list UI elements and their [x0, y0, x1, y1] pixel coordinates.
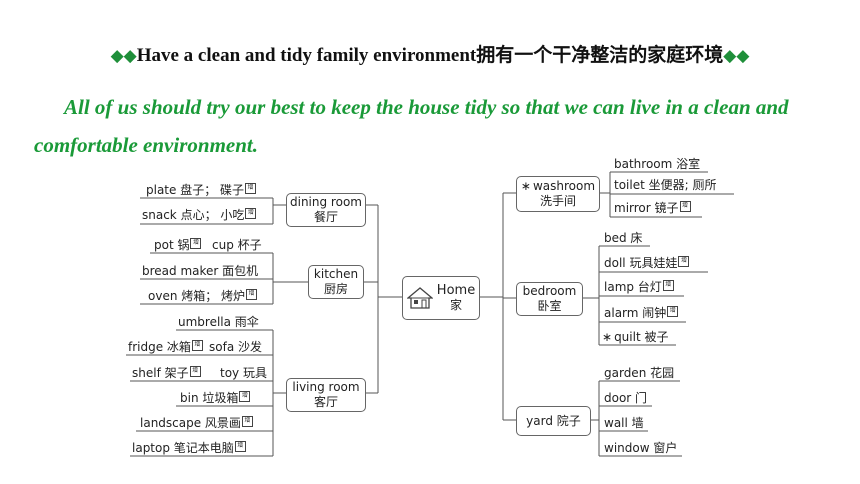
dining-room-node: dining room 餐厅 [286, 193, 366, 227]
tag-icon: 增 [679, 201, 691, 212]
leaf-wall: wall 墙 [604, 416, 644, 430]
bedroom-zh: 卧室 [537, 299, 562, 313]
leaf-laptop: laptop 笔记本电脑增 [132, 441, 246, 456]
leaf-alarm: alarm 闹钟增 [604, 306, 679, 321]
leaf-plate: plate 盘子； 碟子增 [146, 183, 257, 198]
diamond-icon: ◆◆ [723, 46, 750, 65]
tag-icon: 增 [239, 391, 251, 402]
tag-icon: 增 [667, 306, 679, 317]
leaf-quilt: ∗quilt 被子 [602, 330, 669, 344]
leaf-bathroom: bathroom 浴室 [614, 157, 701, 171]
tag-icon: 增 [234, 441, 246, 452]
yard-node: yard 院子 [516, 406, 591, 436]
bedroom-en: bedroom [522, 284, 577, 298]
leaf-cup: cup 杯子 [212, 238, 262, 252]
leaf-garden: garden 花园 [604, 366, 675, 380]
leaf-pot: pot 锅增 [154, 238, 202, 253]
washroom-en: washroom [532, 179, 596, 193]
leaf-toy: toy 玩具 [220, 366, 267, 380]
leaf-fridge: fridge 冰箱增 [128, 340, 203, 355]
house-icon [406, 287, 433, 309]
tag-icon: 增 [245, 208, 257, 219]
leaf-mirror: mirror 镜子增 [614, 201, 691, 216]
leaf-door: door 门 [604, 391, 648, 405]
living-room-node: living room 客厅 [286, 378, 366, 412]
intro-sentence: All of us should try our best to keep th… [34, 95, 789, 157]
star-mark: ∗ [520, 179, 531, 193]
leaf-shelf: shelf 架子增 [132, 366, 201, 381]
tag-icon: 增 [241, 416, 253, 427]
leaf-bread-maker: bread maker 面包机 [142, 264, 259, 278]
kitchen-zh: 厨房 [323, 282, 348, 296]
kitchen-node: kitchen 厨房 [308, 265, 364, 299]
home-en: Home [436, 283, 476, 298]
tag-icon: 增 [662, 280, 674, 291]
page-title: ◆◆Have a clean and tidy family environme… [0, 40, 860, 67]
yard-en: yard [526, 413, 553, 428]
tag-icon: 增 [191, 340, 203, 351]
leaf-lamp: lamp 台灯增 [604, 280, 674, 295]
home-node: Home 家 [402, 276, 480, 320]
tag-icon: 增 [245, 183, 257, 194]
tag-icon: 增 [246, 289, 258, 300]
tag-icon: 增 [678, 256, 690, 267]
leaf-toilet: toilet 坐便器; 厕所 [614, 178, 717, 192]
star-mark: ∗ [602, 330, 613, 344]
tag-icon: 增 [190, 238, 202, 249]
tag-icon: 增 [189, 366, 201, 377]
dining-room-en: dining room [290, 195, 362, 209]
leaf-sofa: sofa 沙发 [209, 340, 262, 354]
yard-zh: 院子 [556, 413, 581, 428]
leaf-doll: doll 玩具娃娃增 [604, 256, 690, 271]
living-room-zh: 客厅 [313, 395, 338, 409]
leaf-snack: snack 点心； 小吃增 [142, 208, 257, 223]
living-room-en: living room [292, 380, 360, 394]
washroom-node: ∗washroom 洗手间 [516, 176, 600, 212]
diamond-icon: ◆◆ [110, 46, 137, 65]
bedroom-node: bedroom 卧室 [516, 282, 583, 316]
leaf-bin: bin 垃圾箱增 [180, 391, 251, 406]
dining-room-zh: 餐厅 [313, 210, 338, 224]
home-zh: 家 [449, 298, 462, 312]
washroom-zh: 洗手间 [539, 194, 576, 208]
leaf-window: window 窗户 [604, 441, 678, 455]
kitchen-en: kitchen [313, 267, 359, 281]
leaf-bed: bed 床 [604, 231, 643, 245]
leaf-umbrella: umbrella 雨伞 [178, 315, 259, 329]
title-english: Have a clean and tidy family environment [136, 45, 477, 66]
title-chinese: 拥有一个干净整洁的家庭环境 [476, 45, 724, 66]
leaf-oven: oven 烤箱； 烤炉增 [148, 289, 258, 304]
leaf-landscape: landscape 风景画增 [140, 416, 253, 431]
